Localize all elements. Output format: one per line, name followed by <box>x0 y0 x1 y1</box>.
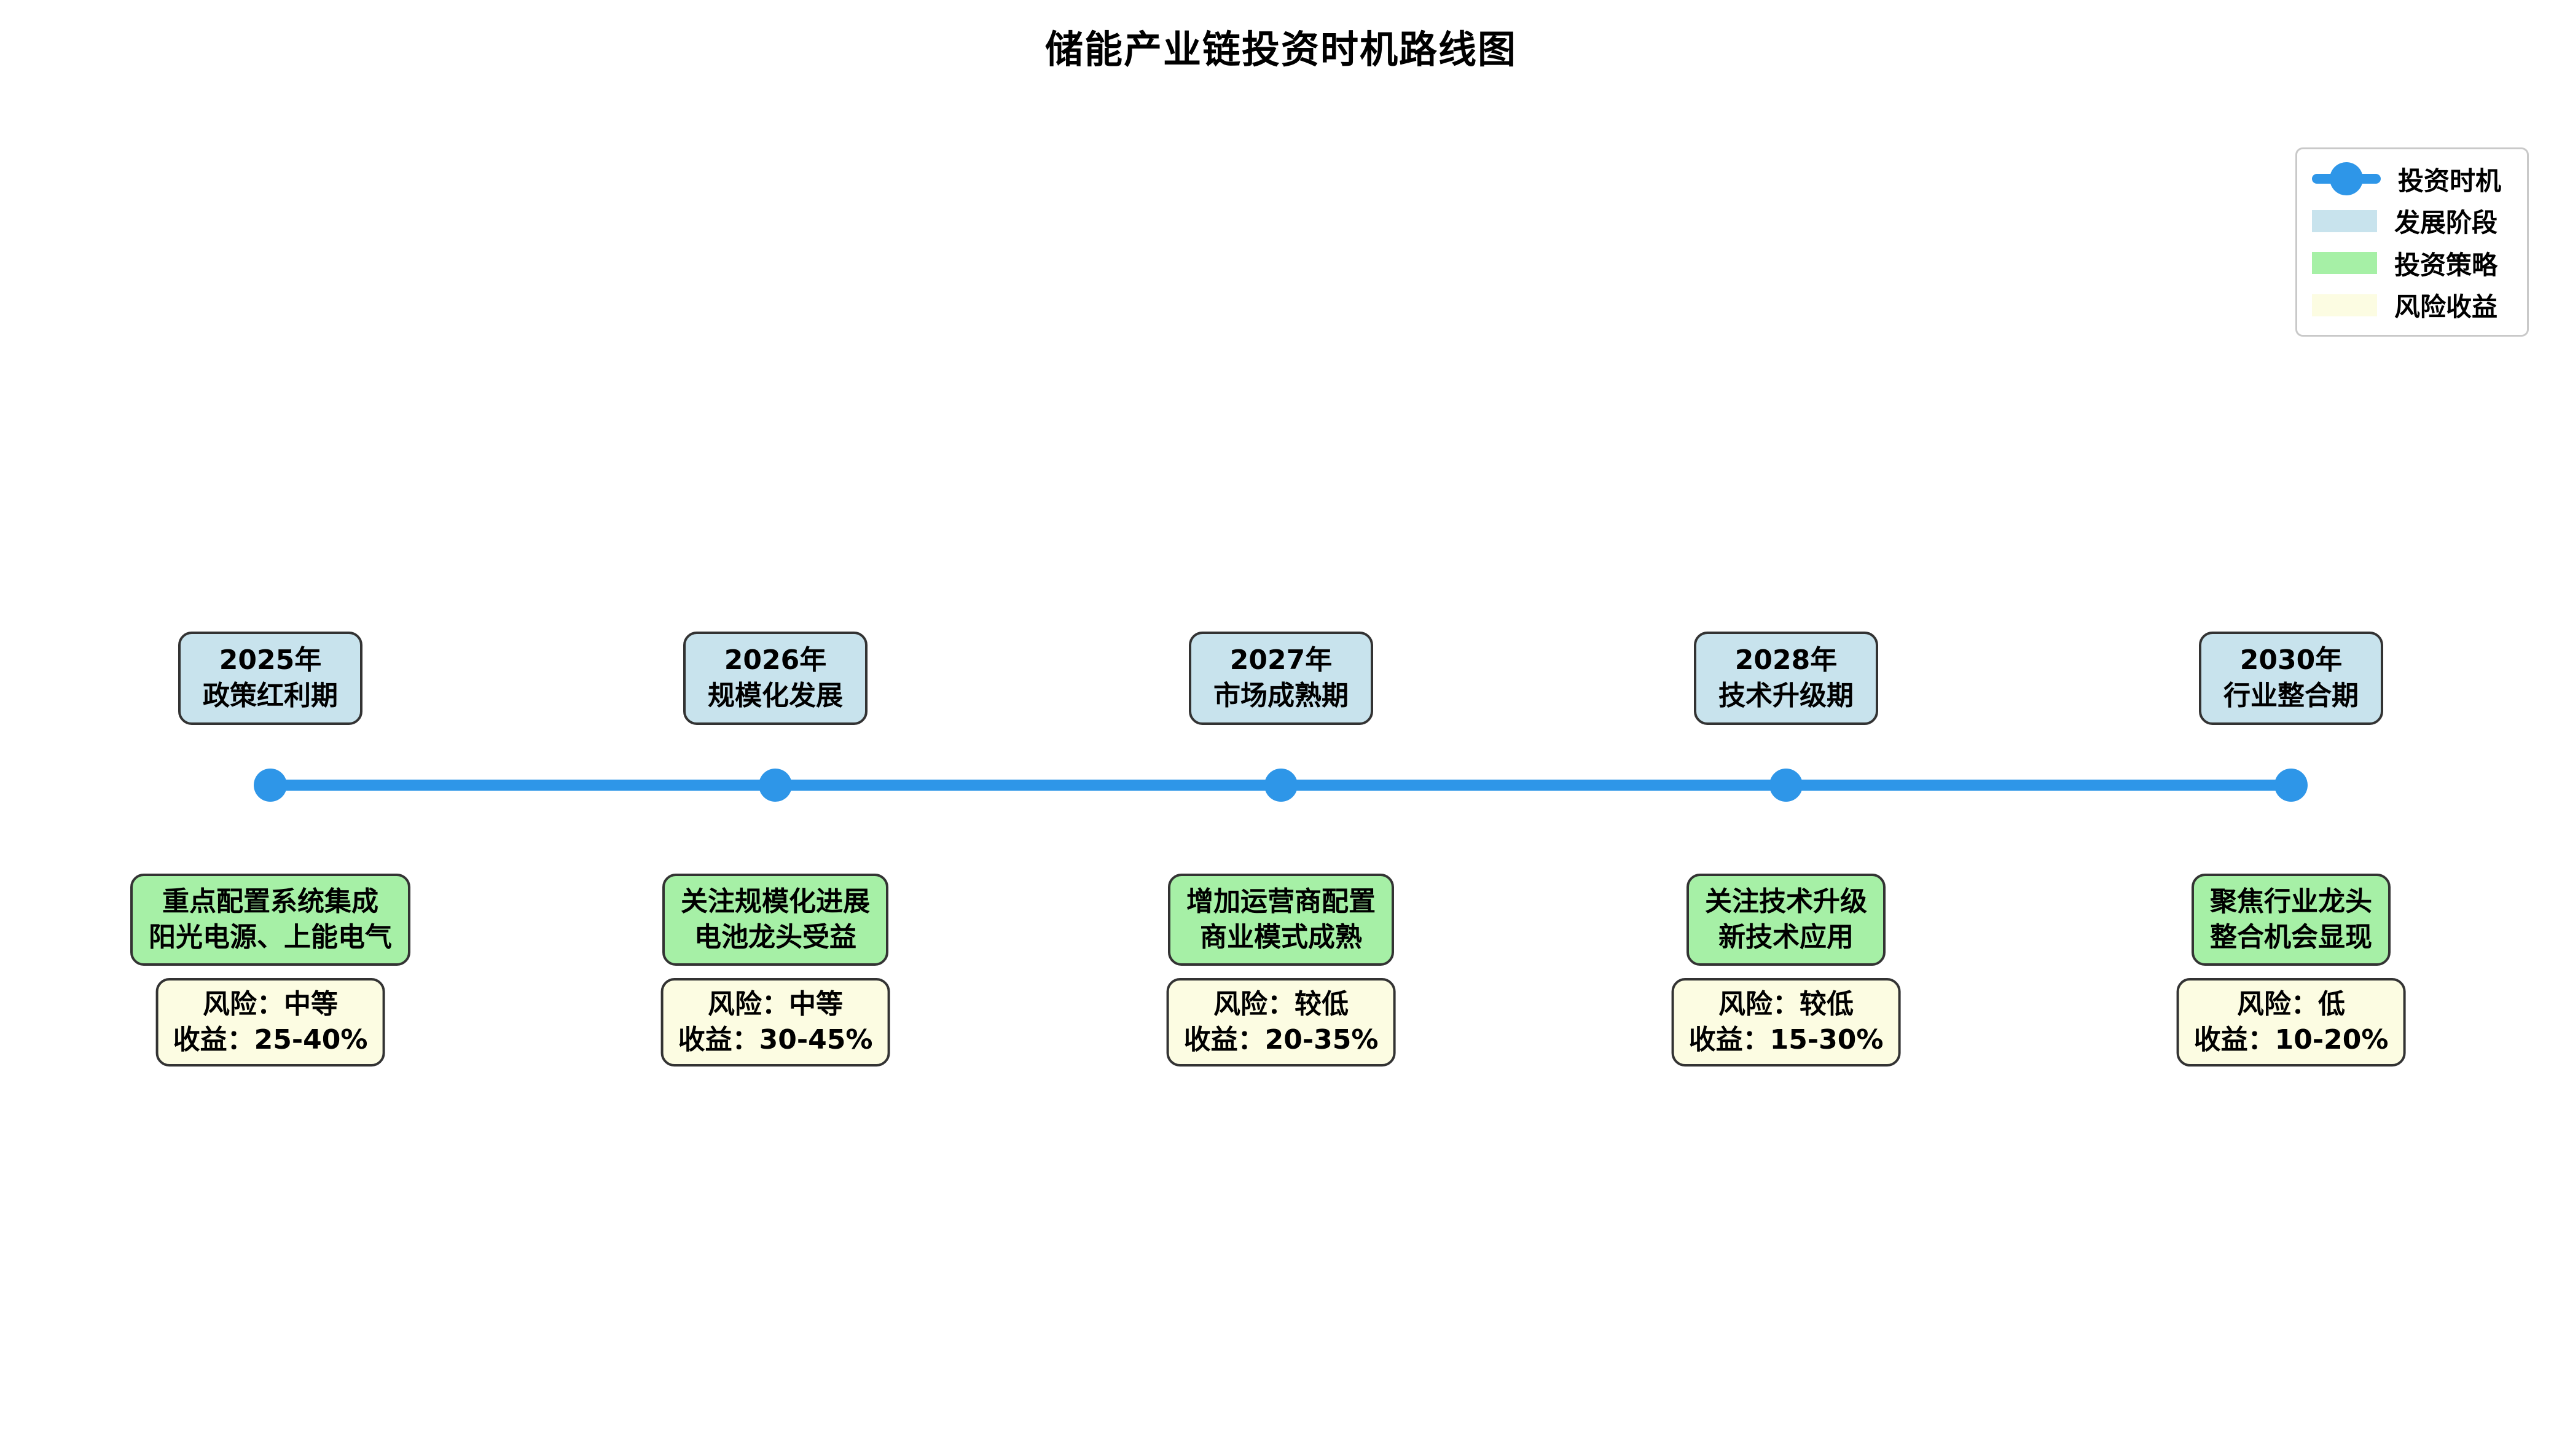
timeline-dot-2030 <box>2274 769 2308 802</box>
legend-item-investment-strategy: 投资策略 <box>2312 245 2512 282</box>
return-range: 收益：20-35% <box>1183 1024 1379 1056</box>
legend-item-risk-return: 风险收益 <box>2312 286 2512 324</box>
legend-label: 风险收益 <box>2394 292 2498 323</box>
strategy-line1: 重点配置系统集成 <box>162 886 378 917</box>
strategy-box-2028: 关注技术升级 新技术应用 <box>1686 874 1886 966</box>
strategy-box-2027: 增加运营商配置 商业模式成熟 <box>1168 874 1394 966</box>
page-title: 储能产业链投资时机路线图 <box>1044 27 1517 72</box>
risk-box-2025: 风险：中等 收益：25-40% <box>155 978 385 1067</box>
stage-phase: 规模化发展 <box>708 680 843 712</box>
stage-box-2027: 2027年 市场成熟期 <box>1189 632 1373 726</box>
legend-label: 投资策略 <box>2394 249 2498 280</box>
risk-level: 风险：中等 <box>203 988 338 1020</box>
strategy-color-swatch <box>2312 252 2377 275</box>
strategy-box-2026: 关注规模化进展 电池龙头受益 <box>662 874 888 966</box>
stage-year: 2030年 <box>2239 644 2343 676</box>
strategy-box-2030: 聚焦行业龙头 整合机会显现 <box>2192 874 2391 966</box>
return-range: 收益：10-20% <box>2193 1024 2389 1056</box>
risk-level: 风险：中等 <box>708 988 843 1020</box>
stage-color-swatch <box>2312 209 2377 232</box>
strategy-line1: 关注规模化进展 <box>681 886 870 917</box>
timeline-dot-2026 <box>759 769 792 802</box>
strategy-line1: 聚焦行业龙头 <box>2210 886 2372 917</box>
stage-phase: 政策红利期 <box>203 680 338 712</box>
risk-box-2030: 风险：低 收益：10-20% <box>2176 978 2406 1067</box>
stage-year: 2027年 <box>1229 644 1333 676</box>
return-range: 收益：30-45% <box>678 1024 873 1056</box>
stage-box-2025: 2025年 政策红利期 <box>178 632 362 726</box>
stage-phase: 行业整合期 <box>2223 680 2359 712</box>
legend-label: 投资时机 <box>2398 165 2502 196</box>
timeline-line-dot-icon <box>2312 162 2381 196</box>
stage-year: 2028年 <box>1734 644 1838 676</box>
stage-box-2028: 2028年 技术升级期 <box>1694 632 1878 726</box>
risk-level: 风险：较低 <box>1718 988 1854 1020</box>
risk-box-2027: 风险：较低 收益：20-35% <box>1166 978 1396 1067</box>
stage-box-2026: 2026年 规模化发展 <box>683 632 868 726</box>
legend: 投资时机 发展阶段 投资策略 风险收益 <box>2295 147 2529 337</box>
legend-label: 发展阶段 <box>2394 208 2498 238</box>
stage-year: 2025年 <box>219 644 322 676</box>
timeline-dot-2027 <box>1264 769 1298 802</box>
strategy-line2: 阳光电源、上能电气 <box>149 922 392 953</box>
strategy-line2: 整合机会显现 <box>2210 922 2372 953</box>
strategy-line1: 关注技术升级 <box>1705 886 1867 917</box>
stage-box-2030: 2030年 行业整合期 <box>2199 632 2383 726</box>
legend-item-development-stage: 发展阶段 <box>2312 202 2512 240</box>
legend-item-investment-timing: 投资时机 <box>2312 160 2512 198</box>
strategy-line2: 商业模式成熟 <box>1200 922 1362 953</box>
strategy-line1: 增加运营商配置 <box>1186 886 1376 917</box>
risk-box-2026: 风险：中等 收益：30-45% <box>660 978 890 1067</box>
risk-box-2028: 风险：较低 收益：15-30% <box>1671 978 1901 1067</box>
risk-level: 风险：低 <box>2237 988 2345 1020</box>
timeline-dot-2025 <box>254 769 287 802</box>
timeline-dot-2028 <box>1769 769 1803 802</box>
stage-year: 2026年 <box>724 644 827 676</box>
strategy-line2: 电池龙头受益 <box>694 922 856 953</box>
risk-color-swatch <box>2312 294 2377 316</box>
stage-phase: 技术升级期 <box>1718 680 1854 712</box>
return-range: 收益：15-30% <box>1688 1024 1884 1056</box>
stage-phase: 市场成熟期 <box>1213 680 1349 712</box>
risk-level: 风险：较低 <box>1213 988 1349 1020</box>
strategy-box-2025: 重点配置系统集成 阳光电源、上能电气 <box>130 874 410 966</box>
strategy-line2: 新技术应用 <box>1718 922 1854 953</box>
return-range: 收益：25-40% <box>173 1024 368 1056</box>
